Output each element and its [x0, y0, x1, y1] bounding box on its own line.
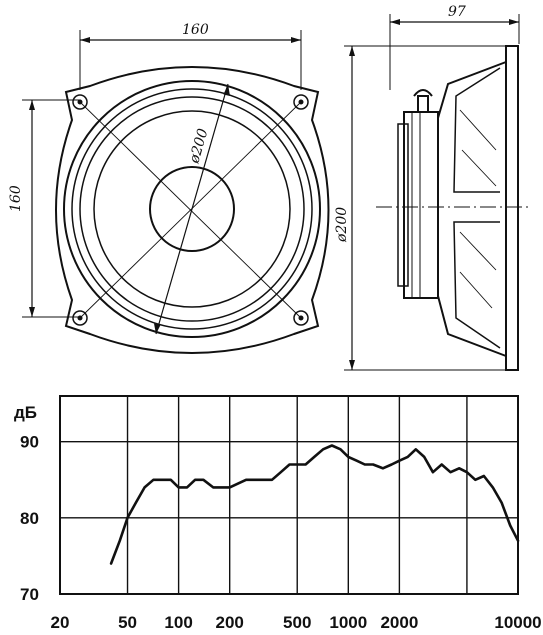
cone-lower — [453, 221, 501, 349]
side-diameter-arrow-bottom — [349, 360, 355, 370]
chart-frame — [59, 395, 519, 595]
y-tick-label: 70 — [20, 585, 39, 604]
x-tick-label: 20 — [51, 613, 70, 632]
terminal-post — [417, 95, 429, 112]
front-diameter-arrow-bottom — [154, 323, 161, 334]
front-view: 160 160 — [8, 22, 330, 354]
mounting-flange — [505, 45, 519, 371]
surround-ring-inner — [79, 96, 305, 322]
terminal-clip — [413, 89, 433, 97]
x-tick-labels: 20 50 100 200 500 1000 2000 10000 — [51, 613, 542, 632]
outer-basket-ring — [63, 80, 321, 338]
height-arrow-bottom — [29, 307, 35, 317]
response-curve — [109, 444, 520, 565]
height-arrow-top — [29, 100, 35, 110]
y-tick-label: 90 — [20, 433, 39, 452]
x-tick-label: 500 — [283, 613, 311, 632]
basket-outline — [437, 61, 507, 357]
depth-dimension-label: 97 — [448, 4, 466, 20]
dust-cap — [149, 166, 235, 252]
depth-arrow-left — [390, 19, 400, 25]
speaker-frame — [55, 66, 330, 354]
side-diameter-arrow-top — [349, 46, 355, 56]
x-tick-label: 10000 — [494, 613, 541, 632]
frequency-response-chart: дБ 70 80 90 20 50 100 200 500 1000 2000 10000 — [14, 395, 542, 632]
x-tick-label: 200 — [216, 613, 244, 632]
cone-hatching — [459, 109, 497, 309]
front-diameter-arrow-top — [223, 84, 230, 96]
front-diameter-line — [155, 83, 229, 335]
depth-arrow-right — [509, 19, 519, 25]
magnet-plate — [403, 111, 439, 299]
height-dimension-label: 160 — [8, 185, 24, 212]
chart-grid — [59, 396, 519, 595]
x-tick-label: 1000 — [329, 613, 367, 632]
y-axis-unit-label: дБ — [14, 403, 37, 422]
cone-edge — [93, 110, 291, 308]
magnet-back — [397, 123, 409, 287]
x-tick-label: 2000 — [380, 613, 418, 632]
diagonal-center-line-2 — [79, 101, 302, 319]
front-diameter-label: ø200 — [186, 127, 211, 166]
x-tick-label: 50 — [118, 613, 137, 632]
y-tick-label: 80 — [20, 509, 39, 528]
y-tick-labels: 70 80 90 — [20, 433, 39, 604]
cone-upper — [453, 67, 501, 193]
side-diameter-label: ø200 — [334, 207, 350, 243]
width-arrow-left — [80, 37, 90, 43]
width-dimension-label: 160 — [182, 22, 209, 38]
surround-ring-outer — [71, 88, 313, 330]
width-arrow-right — [291, 37, 301, 43]
side-view: 97 ø200 — [334, 4, 530, 371]
x-tick-label: 100 — [164, 613, 192, 632]
